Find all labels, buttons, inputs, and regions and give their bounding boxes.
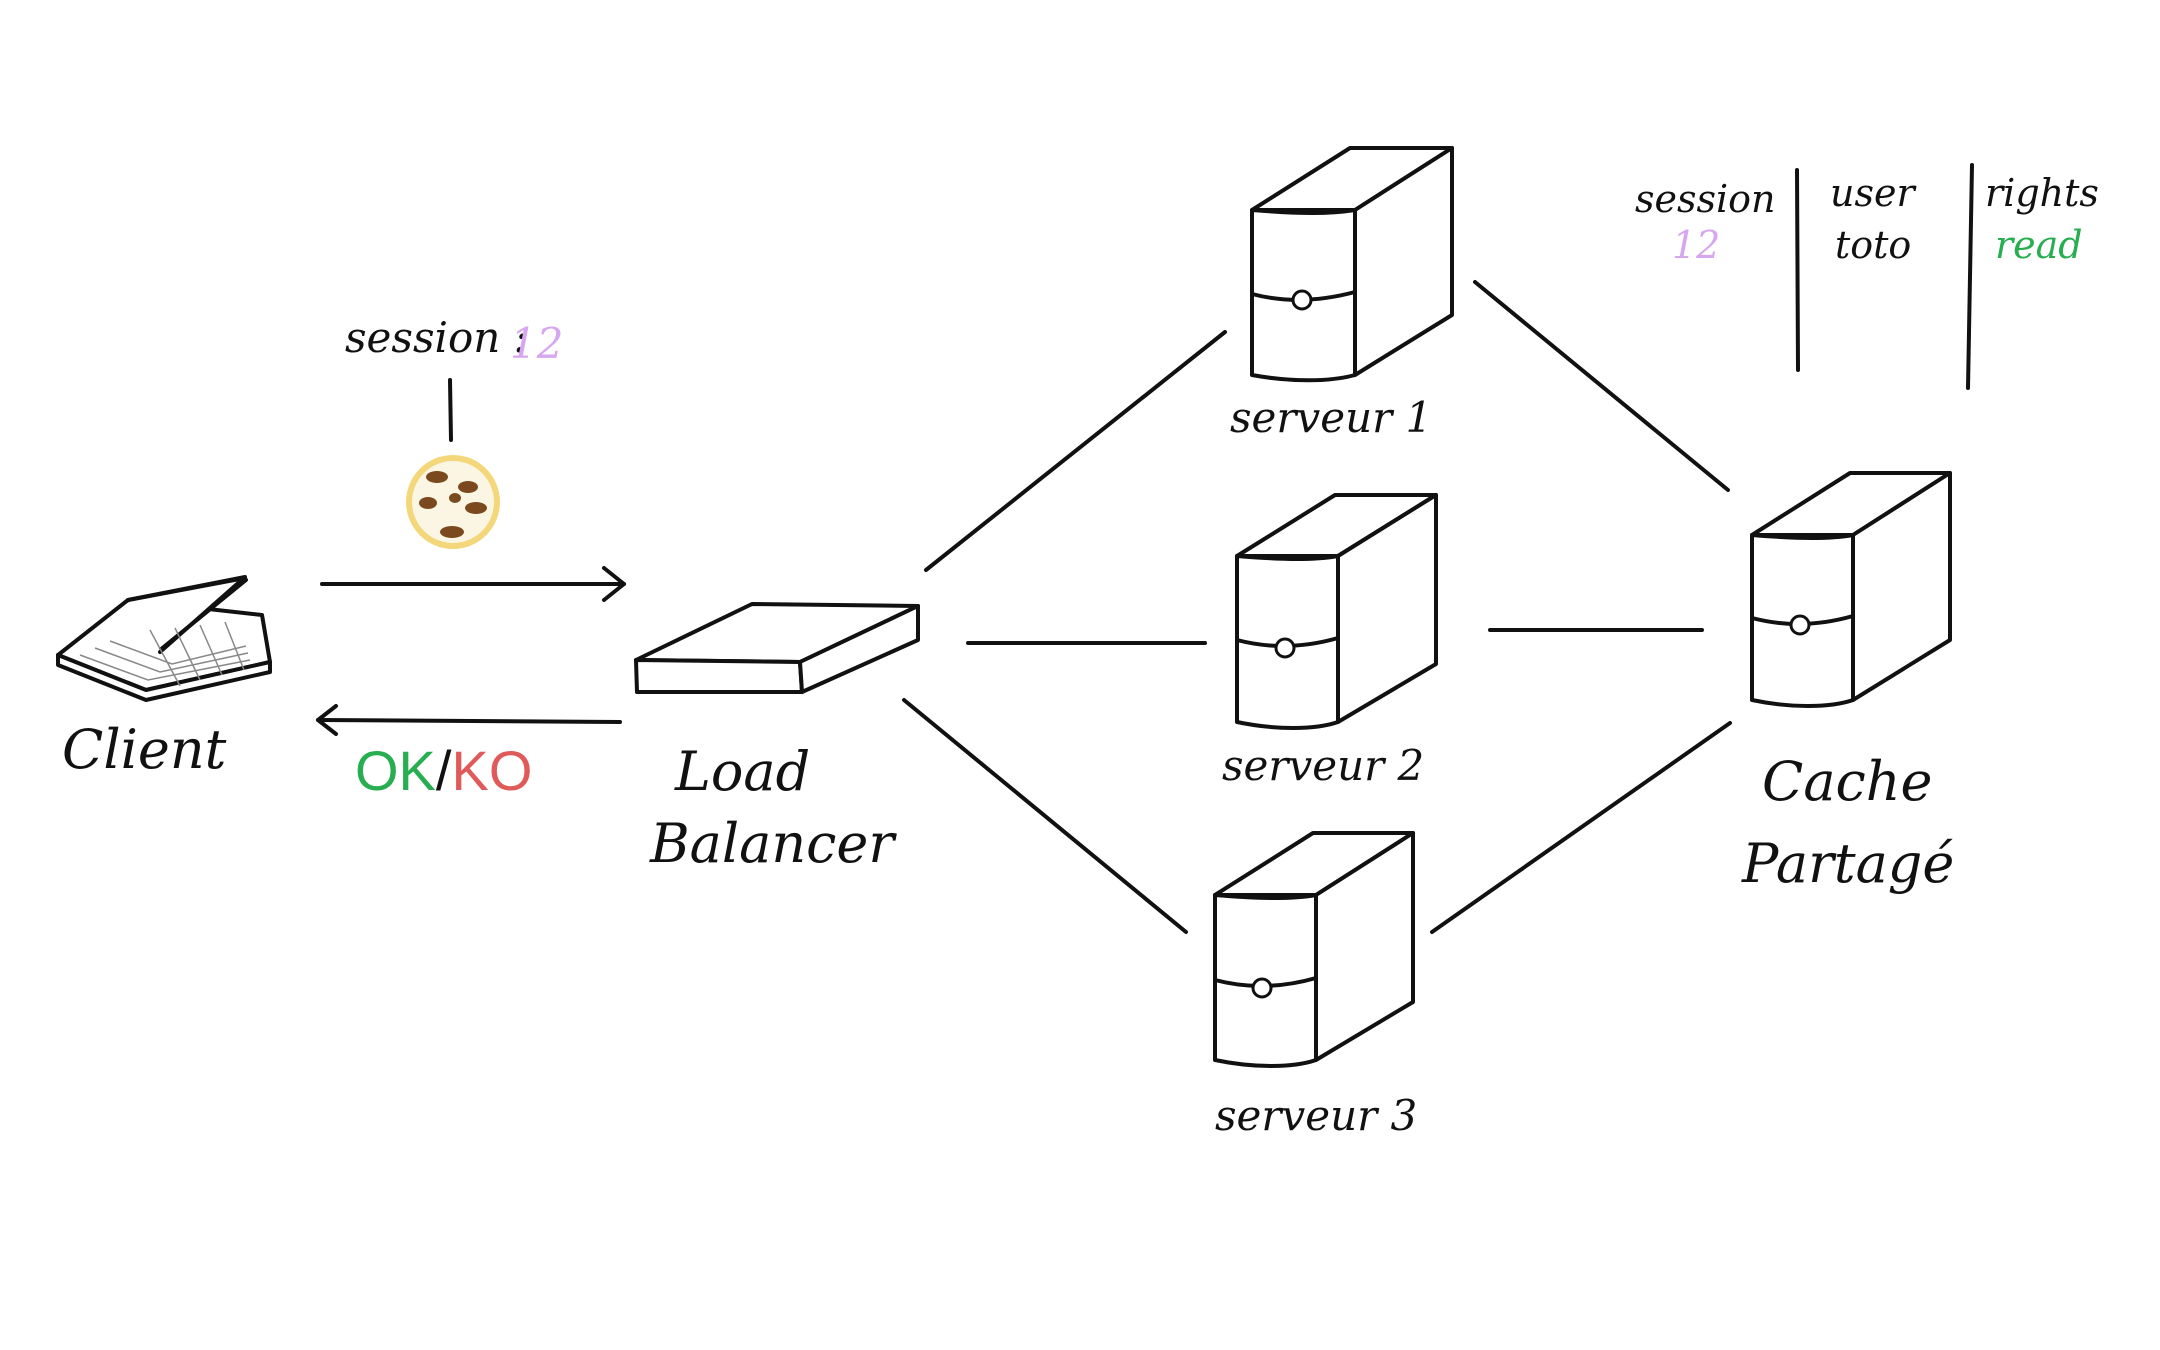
- table-divider-1: [1795, 168, 1800, 372]
- cookie-connector: [448, 378, 453, 442]
- table-header-user: user: [1830, 171, 1917, 215]
- server-3-icon: [1213, 831, 1415, 1068]
- server-1-icon: [1250, 146, 1454, 383]
- cache-table: session 12 user toto rights read: [1635, 163, 2099, 390]
- session-cookie: session : 12: [345, 313, 563, 549]
- link-server3-cache: [1430, 721, 1732, 934]
- table-header-session: session: [1635, 177, 1776, 221]
- table-value-session: 12: [1672, 223, 1720, 267]
- server-3-label: serveur 3: [1215, 1091, 1417, 1140]
- connections: [902, 280, 1732, 934]
- response-ko: KO: [451, 739, 532, 802]
- table-header-rights: rights: [1985, 171, 2099, 215]
- load-balancer-label-2: Balancer: [649, 812, 897, 875]
- cache-label-2: Partagé: [1741, 832, 1954, 895]
- response-separator: /: [436, 739, 452, 802]
- load-balancer-label-1: Load: [674, 740, 810, 803]
- cookie-icon: [406, 455, 500, 549]
- server-2-label: serveur 2: [1222, 741, 1424, 790]
- table-value-rights: read: [1995, 223, 2083, 267]
- cache-server-icon: [1750, 471, 1952, 708]
- load-balancer-icon: [634, 602, 920, 694]
- table-divider-2: [1966, 163, 1974, 390]
- link-server1-cache: [1473, 280, 1730, 492]
- client-laptop-icon: [56, 575, 272, 702]
- response-ok: OK: [355, 739, 436, 802]
- response-text: OK/KO: [355, 739, 532, 802]
- server-1-label: serveur 1: [1230, 393, 1432, 442]
- table-value-user: toto: [1835, 223, 1911, 267]
- cookie-key: session :: [345, 313, 528, 362]
- server-2-icon: [1235, 493, 1438, 730]
- link-lb-server3: [902, 698, 1188, 934]
- cookie-value: 12: [510, 319, 563, 368]
- cache-label-1: Cache: [1762, 750, 1933, 813]
- client-label: Client: [62, 718, 227, 781]
- response-arrow: [316, 704, 622, 736]
- request-arrow: [320, 566, 626, 602]
- link-lb-server1: [924, 330, 1227, 572]
